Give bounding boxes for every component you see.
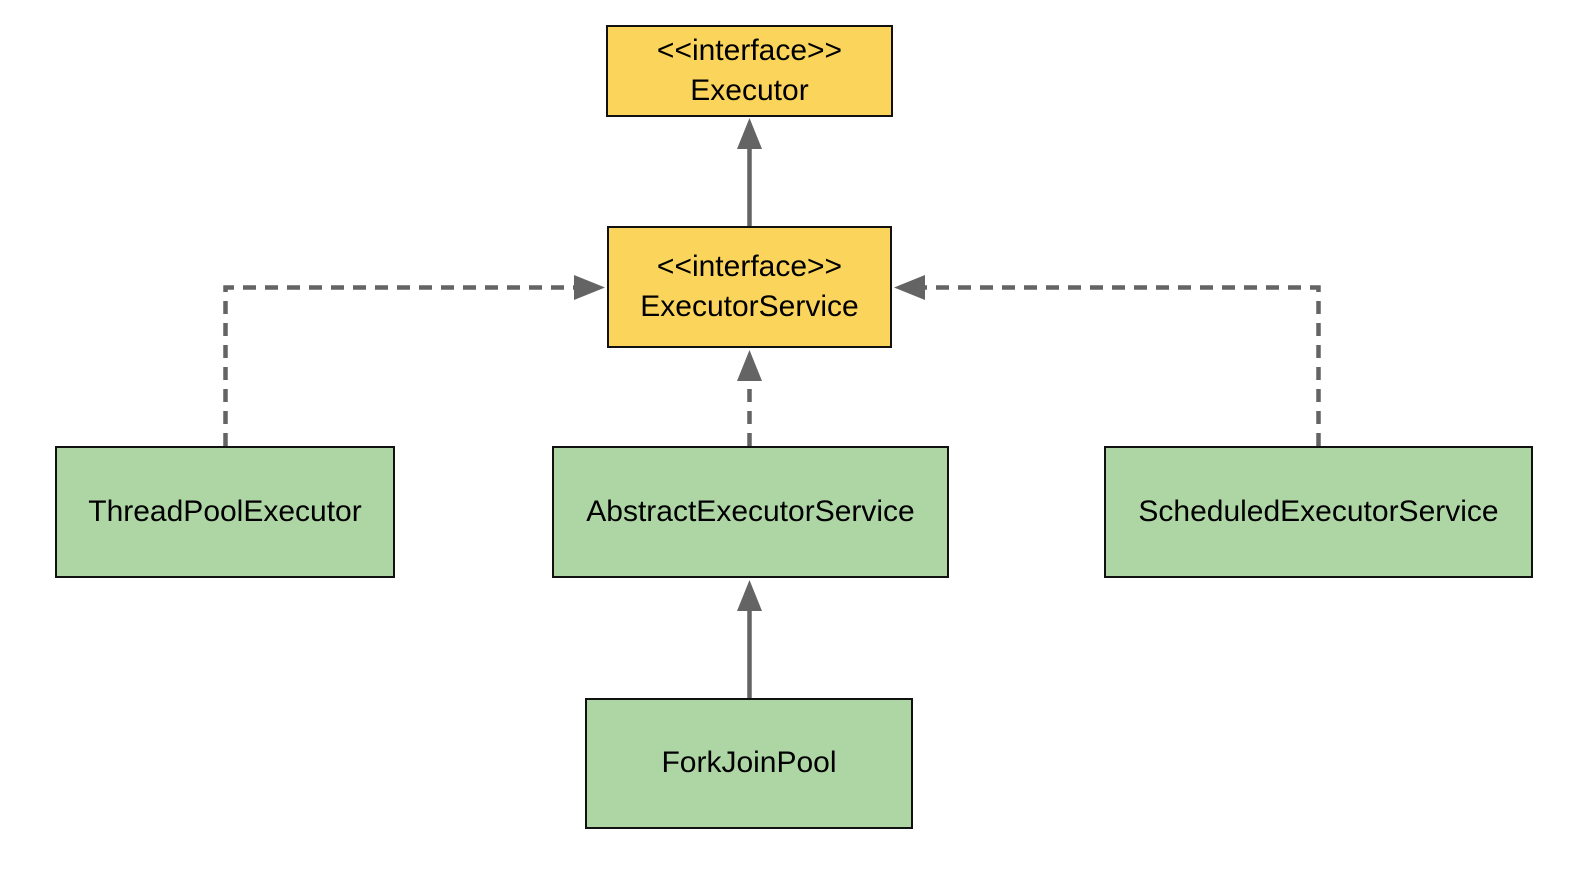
node-label: ExecutorService xyxy=(640,290,859,323)
edge-executorservice-to-executor xyxy=(737,118,762,226)
arrowhead-left-icon xyxy=(894,275,925,300)
node-abstract-executor-service: AbstractExecutorService xyxy=(552,446,949,578)
edge-threadpoolexecutor-to-executorservice xyxy=(223,275,605,446)
node-thread-pool-executor: ThreadPoolExecutor xyxy=(55,446,395,578)
node-label: ThreadPoolExecutor xyxy=(88,494,362,528)
node-executor-service: <<interface>> ExecutorService xyxy=(607,226,892,348)
arrowhead-right-icon xyxy=(574,275,605,300)
edge-abstractexecutorservice-to-executorservice xyxy=(737,350,762,446)
node-scheduled-executor-service: ScheduledExecutorService xyxy=(1104,446,1533,578)
edge-scheduledexecutorservice-to-executorservice xyxy=(894,275,1321,446)
edge-line xyxy=(923,285,1321,446)
node-label: ForkJoinPool xyxy=(661,746,837,780)
node-stereotype: <<interface>> xyxy=(656,249,843,283)
arrowhead-up-icon xyxy=(737,118,762,149)
node-label: Executor xyxy=(690,74,809,107)
arrowhead-up-icon xyxy=(737,350,762,381)
node-executor: <<interface>> Executor xyxy=(606,25,893,117)
node-label: ScheduledExecutorService xyxy=(1138,494,1499,528)
node-label: AbstractExecutorService xyxy=(586,494,915,528)
edge-line xyxy=(223,285,576,446)
node-stereotype: <<interface>> xyxy=(656,33,843,67)
arrowhead-up-icon xyxy=(737,580,762,611)
edge-forkjoinpool-to-abstractexecutorservice xyxy=(737,580,762,698)
node-fork-join-pool: ForkJoinPool xyxy=(585,698,913,829)
